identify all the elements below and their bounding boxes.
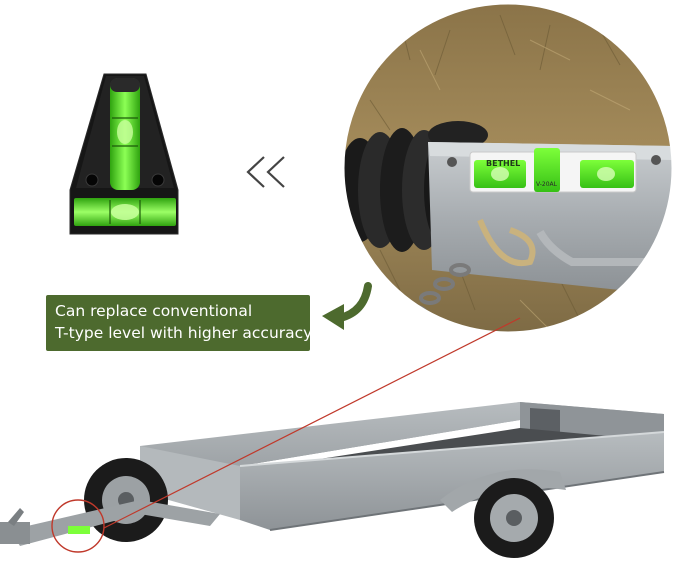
- curved-arrow-icon: [322, 282, 372, 330]
- t-level-product: [69, 73, 179, 235]
- caption-box: Can replace conventional T-type level wi…: [46, 295, 313, 351]
- mounting-hole-left: [85, 173, 99, 187]
- handle-bar: [536, 229, 660, 266]
- level-brand-label: BETHEL: [486, 159, 520, 168]
- trailer-photo: [0, 402, 665, 558]
- caption-line-1: Can replace conventional: [55, 302, 253, 320]
- double-chevron-left-icon: [246, 156, 285, 188]
- shackle: [477, 218, 536, 267]
- level-on-drawbar: [68, 526, 90, 534]
- zoom-detail-circle: BETHEL V-20AL: [341, 1, 675, 335]
- level-model-label: V-20AL: [536, 181, 558, 188]
- caption-line-2: T-type level with higher accuracy: [55, 324, 313, 342]
- mounting-hole-right: [151, 173, 165, 187]
